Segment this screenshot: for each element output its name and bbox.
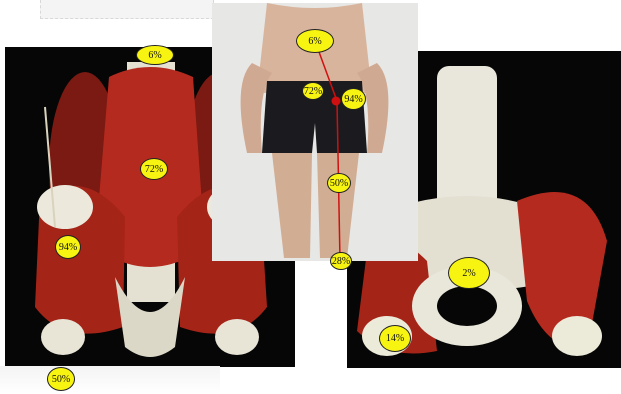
label-photo-top: 6% — [296, 29, 334, 53]
bottom-fade — [0, 366, 220, 394]
label-photo-left: 72% — [302, 82, 324, 100]
label-right-low: 14% — [379, 325, 411, 352]
label-left-bottom: 50% — [47, 367, 75, 391]
top-frame-strip — [40, 0, 214, 19]
label-photo-mid: 50% — [327, 173, 351, 193]
label-photo-bottom: 28% — [330, 252, 352, 270]
label-left-mid: 72% — [140, 158, 168, 180]
label-photo-right: 94% — [341, 88, 366, 110]
label-left-top: 6% — [136, 45, 174, 65]
label-right-center: 2% — [448, 257, 490, 289]
label-left-side: 94% — [55, 235, 81, 259]
